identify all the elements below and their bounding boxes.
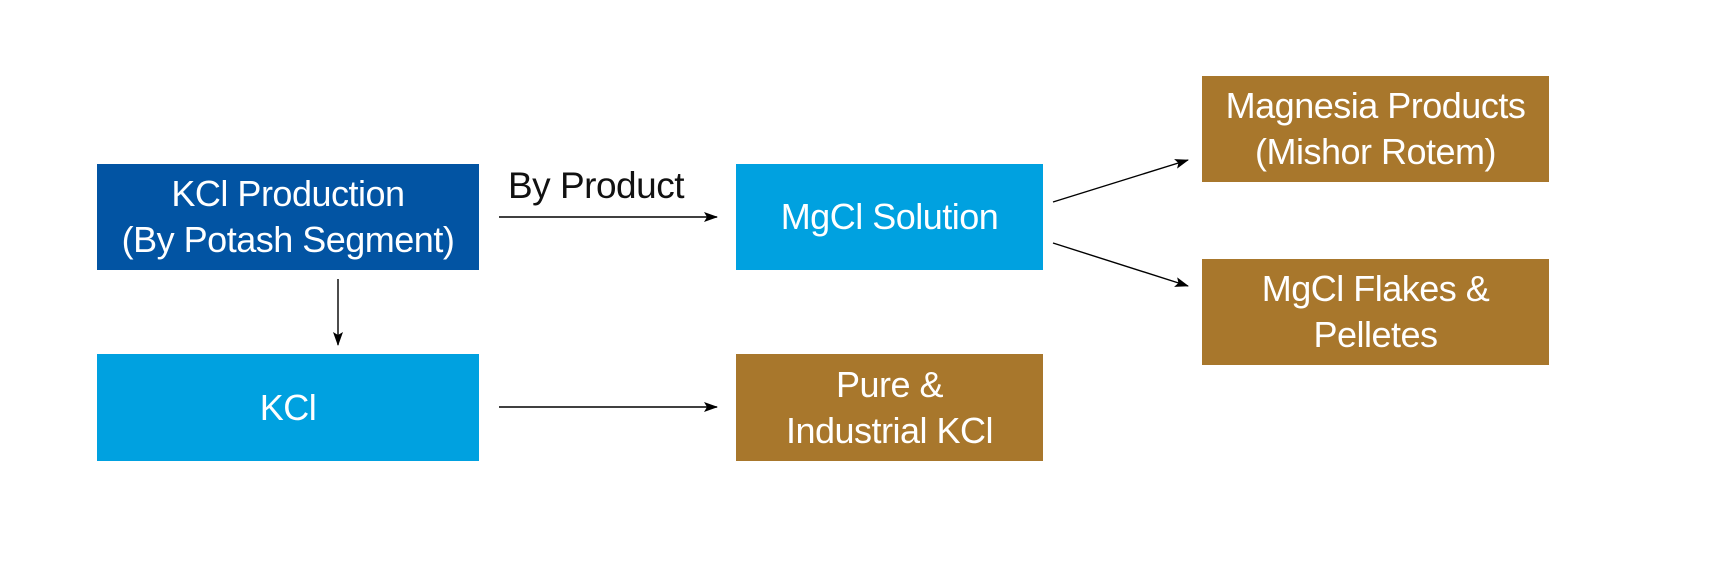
- node-label-line: Industrial KCl: [785, 409, 994, 451]
- node-mgcl-solution: MgCl Solution: [736, 164, 1043, 270]
- node-label-line: Pure &: [835, 363, 944, 405]
- node-label-line: MgCl Flakes &: [1261, 268, 1490, 309]
- node-label-line: KCl: [259, 386, 317, 428]
- node-label-line: MgCl Solution: [780, 196, 999, 237]
- arrow-mgcl-to-magnesia: [1052, 159, 1189, 203]
- node-label-line: (By Potash Segment): [121, 219, 455, 260]
- node-kcl-production: KCl Production (By Potash Segment): [97, 164, 479, 270]
- node-label-line: Magnesia Products: [1225, 85, 1526, 126]
- arrow-mgcl-to-flakes: [1052, 242, 1189, 287]
- node-magnesia-products: Magnesia Products (Mishor Rotem): [1202, 76, 1549, 182]
- node-pure-industrial-kcl: Pure & Industrial KCl: [736, 354, 1043, 461]
- edge-label-by-product: By Product: [508, 165, 684, 206]
- node-mgcl-flakes-pelletes: MgCl Flakes & Pelletes: [1202, 259, 1549, 365]
- node-kcl: KCl: [97, 354, 479, 461]
- node-label-line: KCl Production: [171, 173, 405, 214]
- node-label-line: Pelletes: [1313, 314, 1438, 355]
- node-label-line: (Mishor Rotem): [1254, 131, 1497, 172]
